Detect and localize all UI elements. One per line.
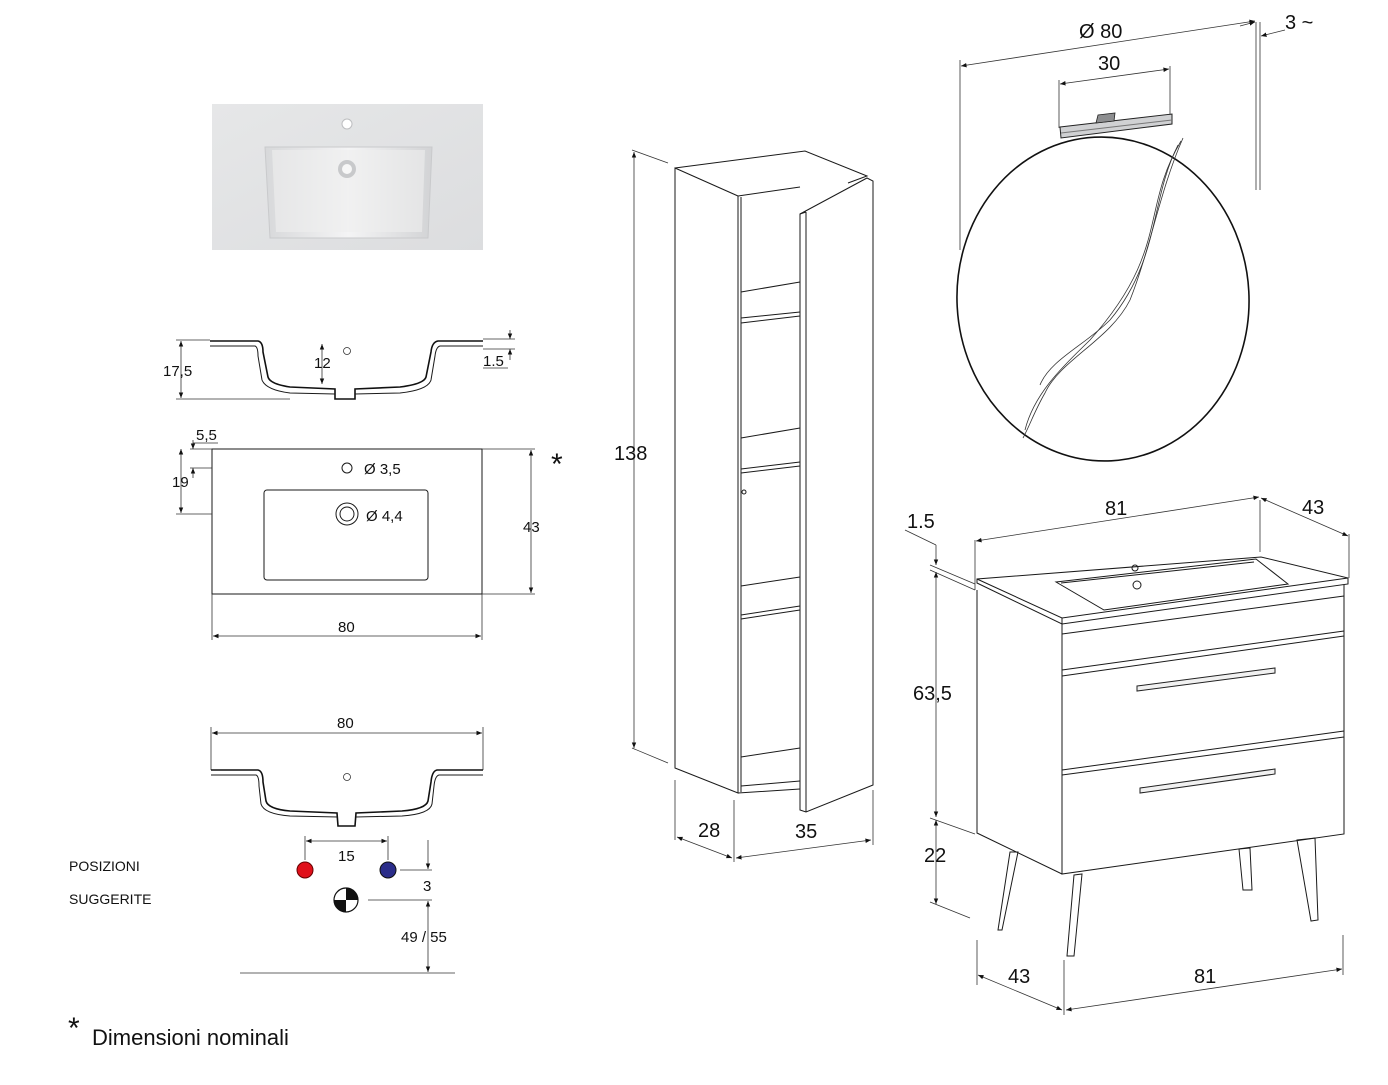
mirror-lamp-label: 30 xyxy=(1098,53,1120,75)
basin-render xyxy=(212,104,483,250)
footnote: * Dimensioni nominali xyxy=(68,1012,289,1050)
vanity-bottom-depth-label: 43 xyxy=(1008,966,1030,988)
vanity-top-width-label: 81 xyxy=(1105,498,1127,520)
footnote-text: Dimensioni nominali xyxy=(92,1025,289,1050)
vanity-body-height-label: 63,5 xyxy=(913,683,952,705)
drain-center-icon xyxy=(333,887,359,913)
suggested-positions-line1: POSIZIONI xyxy=(69,858,140,874)
column-cabinet: 138 28 35 xyxy=(614,149,874,862)
plan-depth-label: 43 xyxy=(523,519,540,536)
tap-offset-label: 3 xyxy=(423,878,431,895)
basin-front: 80 15 3 49 / 55 POSIZIONI SUGGERITE xyxy=(69,715,484,974)
plan-offset-x-label: 5,5 xyxy=(196,427,217,444)
plan-width-label: 80 xyxy=(338,619,355,636)
round-mirror: Ø 80 30 3 ~ xyxy=(956,12,1313,462)
column-depth-label: 28 xyxy=(698,820,720,842)
vanity-legs-height-label: 22 xyxy=(924,845,946,867)
mirror-diameter-label: Ø 80 xyxy=(1079,21,1122,43)
basin-plan: Ø 3,5 Ø 4,4 5,5 19 43 80 * xyxy=(172,427,563,640)
hot-tap-icon xyxy=(296,861,314,879)
footnote-asterisk: * xyxy=(68,1012,80,1045)
vanity-unit: 81 43 1.5 63,5 22 43 81 xyxy=(904,495,1350,1015)
basin-section: 17,5 12 1.5 xyxy=(163,330,515,400)
column-height-label: 138 xyxy=(614,443,647,465)
basin-rim-label: 1.5 xyxy=(483,353,504,370)
drain-height-label: 49 / 55 xyxy=(401,929,447,946)
cold-tap-icon xyxy=(379,861,397,879)
front-width-label: 80 xyxy=(337,715,354,732)
vanity-bottom-width-label: 81 xyxy=(1194,966,1216,988)
basin-inner-depth-label: 12 xyxy=(314,355,331,372)
mirror-lamp xyxy=(1059,112,1173,139)
vanity-top-thickness-label: 1.5 xyxy=(907,511,935,533)
tap-spacing-label: 15 xyxy=(338,848,355,865)
column-width-label: 35 xyxy=(795,821,817,843)
basin-height-label: 17,5 xyxy=(163,363,192,380)
small-hole-label: Ø 3,5 xyxy=(364,461,401,478)
drain-hole-label: Ø 4,4 xyxy=(366,508,403,525)
plan-offset-y-label: 19 xyxy=(172,474,189,491)
suggested-positions-line2: SUGGERITE xyxy=(69,891,151,907)
mirror-thickness-label: 3 ~ xyxy=(1285,12,1313,34)
vanity-top-depth-label: 43 xyxy=(1302,497,1324,519)
nominal-asterisk: * xyxy=(551,448,563,481)
